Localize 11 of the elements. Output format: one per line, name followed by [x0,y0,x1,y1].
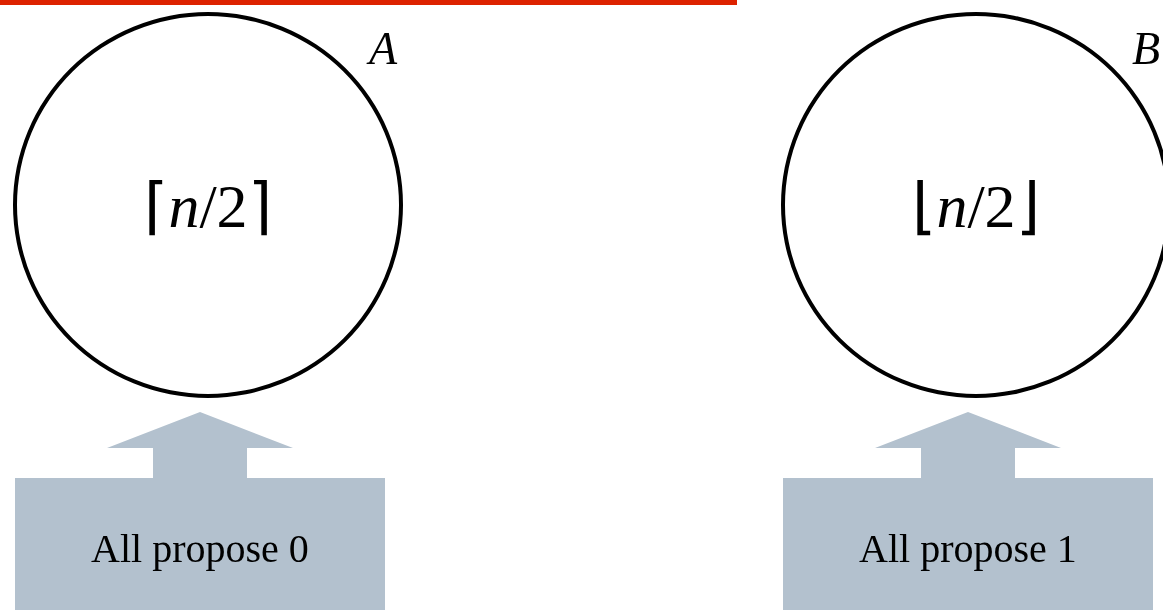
process-box [15,478,385,610]
block-arrow [875,412,1061,478]
process-box [783,478,1153,610]
set-label: B [1132,22,1161,75]
block-arrow [107,412,293,478]
box-label: All propose 0 [91,525,309,572]
box-label: All propose 1 [859,525,1077,572]
formula-label: ⌊n/2⌋ [912,170,1040,242]
circle-node [13,12,403,398]
circle-node [781,12,1163,398]
formula-label: ⌈n/2⌉ [144,170,272,242]
